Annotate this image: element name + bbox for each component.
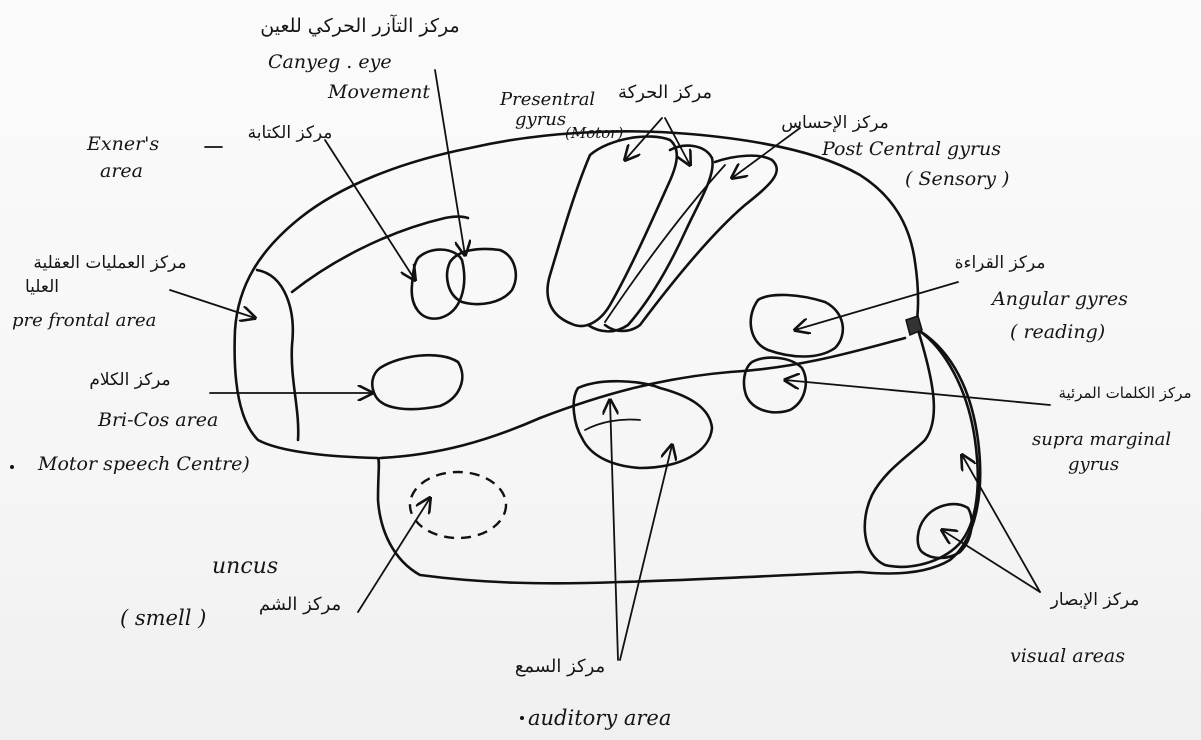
uncus-arrow <box>358 498 430 612</box>
broca-area <box>372 355 462 409</box>
vision-ar-label: مركز الإبصار <box>1050 590 1140 610</box>
prefrontal-region <box>257 270 298 440</box>
precentral-label-1: Presentral <box>499 89 595 110</box>
angular-label-2: ( reading) <box>1010 321 1105 343</box>
lateral-sulcus <box>380 338 905 458</box>
stray-dot <box>10 465 14 469</box>
precentral-label-2: gyrus <box>515 109 566 130</box>
precentral-label-3: (Motor) <box>565 124 623 142</box>
angular-arrow <box>795 282 958 330</box>
eye-movement-arrow <box>435 70 465 255</box>
writing-arrow <box>325 140 415 280</box>
motor-ar-label: مركز الحركة <box>618 82 712 103</box>
exner-label-1: Exner's <box>86 133 159 155</box>
auditory-label: auditory area <box>528 706 671 730</box>
postcentral-label-1: Post Central gyrus <box>821 138 1001 160</box>
exner-label-2: area <box>100 160 143 182</box>
reading-ar-label: مركز القراءة <box>955 253 1046 273</box>
supra-label-1: supra marginal <box>1032 429 1171 450</box>
uncus-label: uncus <box>212 554 278 579</box>
visual-words-ar-label: مركز الكلمات المرئية <box>1058 384 1191 402</box>
prefrontal-label: pre frontal area <box>12 310 156 331</box>
broca-label-1: Bri-Cos area <box>97 409 218 431</box>
eye-movement-centre <box>447 249 516 304</box>
speech-ar-label: مركز الكلام <box>89 370 170 390</box>
eye-en-label-1: Canyeg . eye <box>268 51 392 73</box>
auditory-arrow-2 <box>620 445 672 660</box>
angular-gyrus <box>751 295 843 357</box>
smell-ar-label: مركز الشم <box>259 594 341 615</box>
angular-label-1: Angular gyres <box>990 288 1128 310</box>
visual-arrow-2 <box>942 530 1040 592</box>
supramarginal-arrow <box>785 380 1050 405</box>
sensation-ar-label: مركز الإحساس <box>781 113 888 133</box>
postcentral-label-2: ( Sensory ) <box>905 168 1009 190</box>
writing-ar-label: مركز الكتابة <box>248 123 333 143</box>
eye-en-label-2: Movement <box>327 81 430 103</box>
broca-label-2: Motor speech Centre) <box>37 453 250 475</box>
postcentral-arrow <box>732 128 800 178</box>
brain-outline <box>235 131 981 583</box>
supramarginal-gyrus <box>744 358 806 413</box>
smell-label: ( smell ) <box>120 606 206 630</box>
postcentral-gyrus <box>605 156 777 331</box>
mental-ar-label-1: مركز العمليات العقلية <box>33 253 186 273</box>
occipital-lobe <box>865 330 978 567</box>
auditory-area <box>574 381 712 468</box>
mental-ar-label-2: العليا <box>25 277 59 297</box>
stray-dot <box>520 716 524 720</box>
eye-ar-label: مركز التآزر الحركي للعين <box>260 13 459 37</box>
hearing-ar-label: مركز السمع <box>515 656 605 677</box>
visual-label: visual areas <box>1010 645 1125 667</box>
precentral-gyrus-front <box>548 136 677 325</box>
precentral-gyrus-back <box>588 146 713 332</box>
uncus <box>410 472 506 538</box>
auditory-area-inner <box>585 419 640 430</box>
frontal-sulcus <box>292 217 468 293</box>
supra-label-2: gyrus <box>1068 454 1119 475</box>
writing-centre <box>412 250 464 319</box>
auditory-arrow-1 <box>610 400 618 660</box>
